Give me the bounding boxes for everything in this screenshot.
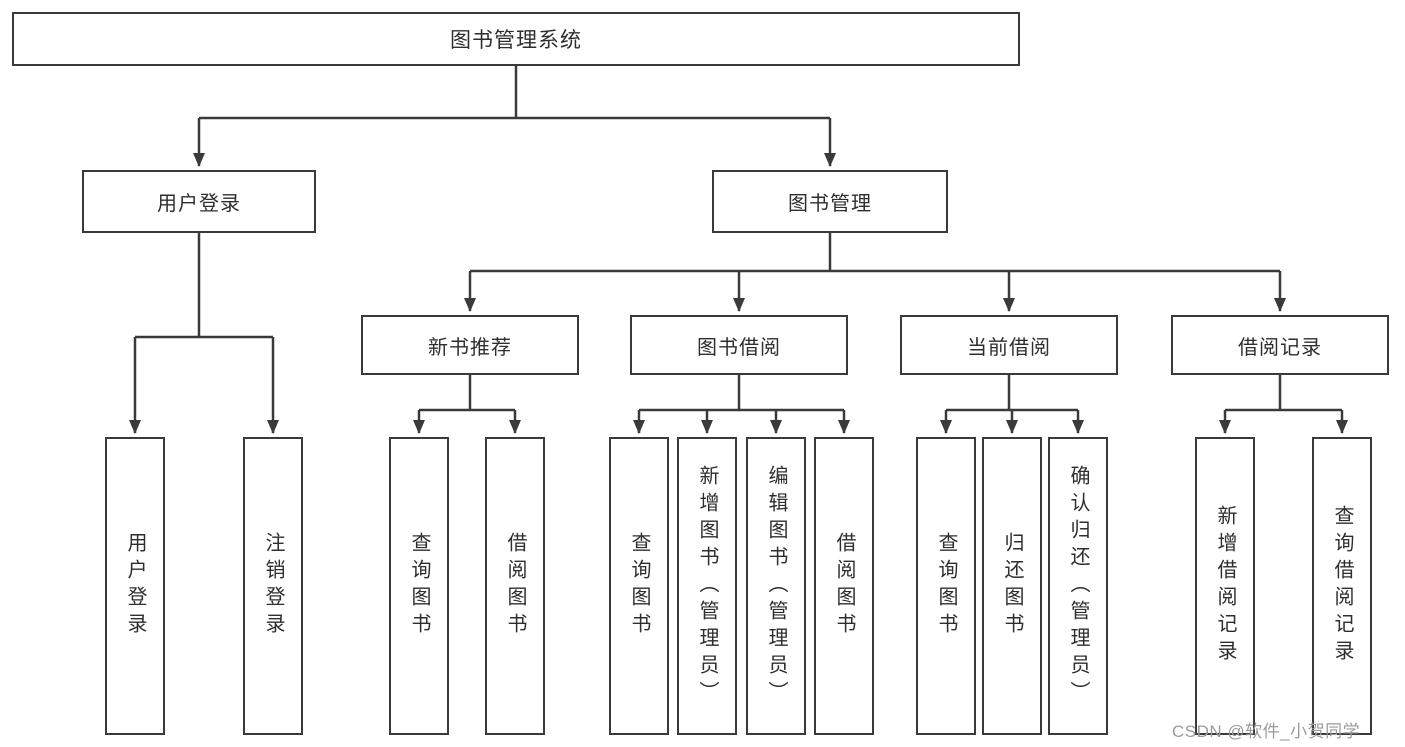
node-user-login: 用户登录: [82, 170, 316, 233]
leaf-return-books: 归还图书: [982, 437, 1042, 735]
node-label: 查询图书: [628, 532, 650, 640]
connector-current-trunk: [946, 375, 1078, 412]
node-label: 归还图书: [1001, 532, 1023, 640]
node-label: 图书管理系统: [450, 29, 582, 52]
node-label: 图书管理: [788, 193, 872, 215]
leaf-add-books-admin: 新增图书（管理员）: [677, 437, 737, 735]
node-library-management-system: 图书管理系统: [12, 12, 1020, 66]
node-label: 新书推荐: [428, 336, 512, 359]
node-label: 图书借阅: [697, 336, 781, 359]
node-label: 用户登录: [124, 532, 146, 640]
leaf-add-borrow-record: 新增借阅记录: [1195, 437, 1255, 735]
leaf-query-books: 查询图书: [609, 437, 669, 735]
node-label: 查询借阅记录: [1331, 505, 1353, 667]
node-label: 当前借阅: [967, 336, 1051, 359]
node-label: 查询图书: [408, 532, 430, 640]
node-label: 借阅图书: [833, 532, 855, 640]
leaf-logout: 注销登录: [243, 437, 303, 735]
node-label: 注销登录: [262, 532, 284, 640]
leaf-user-login: 用户登录: [105, 437, 165, 735]
leaf-borrow-books: 借阅图书: [814, 437, 874, 735]
node-label: 查询图书: [935, 532, 957, 640]
connector-records-trunk: [1225, 375, 1342, 412]
csdn-watermark: CSDN @软件_小贺同学: [1172, 722, 1361, 741]
node-label: 新增借阅记录: [1214, 505, 1236, 667]
node-borrowing-records: 借阅记录: [1171, 315, 1389, 375]
leaf-borrow-books: 借阅图书: [485, 437, 545, 735]
connector-new-book-trunk: [419, 375, 515, 412]
node-label: 借阅记录: [1238, 336, 1322, 359]
node-book-borrowing: 图书借阅: [630, 315, 848, 375]
connector-root-trunk: [199, 66, 830, 120]
connector-borrow-trunk: [639, 375, 844, 412]
leaf-query-books: 查询图书: [916, 437, 976, 735]
node-new-book-recommendation: 新书推荐: [361, 315, 579, 375]
leaf-query-books: 查询图书: [389, 437, 449, 735]
node-label: 借阅图书: [504, 532, 526, 640]
node-label: 用户登录: [157, 193, 241, 215]
node-current-borrowing: 当前借阅: [900, 315, 1118, 375]
node-book-management: 图书管理: [712, 170, 948, 233]
leaf-query-borrow-record: 查询借阅记录: [1312, 437, 1372, 735]
connector-book-mgmt-trunk: [470, 233, 1280, 273]
connector-user-login-trunk: [135, 233, 273, 339]
node-label: 新增图书（管理员）: [696, 464, 718, 708]
node-label: 编辑图书（管理员）: [765, 464, 787, 708]
leaf-confirm-return-admin: 确认归还（管理员）: [1048, 437, 1108, 735]
node-label: 确认归还（管理员）: [1067, 464, 1089, 708]
leaf-edit-books-admin: 编辑图书（管理员）: [746, 437, 806, 735]
